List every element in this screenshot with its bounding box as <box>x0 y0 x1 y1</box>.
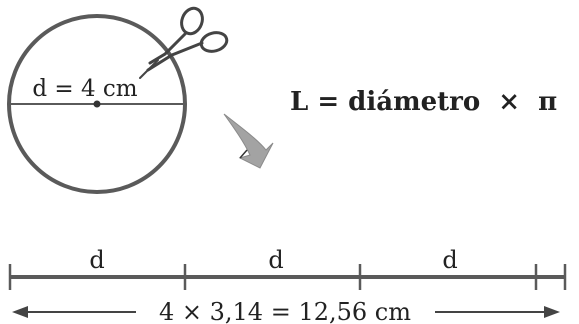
diameter-label: d = 4 cm <box>32 76 137 102</box>
curved-arrow-icon <box>223 113 274 169</box>
scissors-icon <box>139 6 229 79</box>
segment-label-1: d <box>89 246 104 274</box>
formula: L = diámetro × π <box>290 87 557 117</box>
segment-label-3: d <box>442 246 457 274</box>
circle-figure: d = 4 cm <box>7 14 187 194</box>
length-arrow-left <box>12 306 136 318</box>
length-arrow-right <box>435 306 560 318</box>
circumference-line <box>8 264 567 290</box>
center-dot <box>93 100 101 108</box>
segment-label-2: d <box>268 246 283 274</box>
length-label: 4 × 3,14 = 12,56 cm <box>159 298 411 324</box>
